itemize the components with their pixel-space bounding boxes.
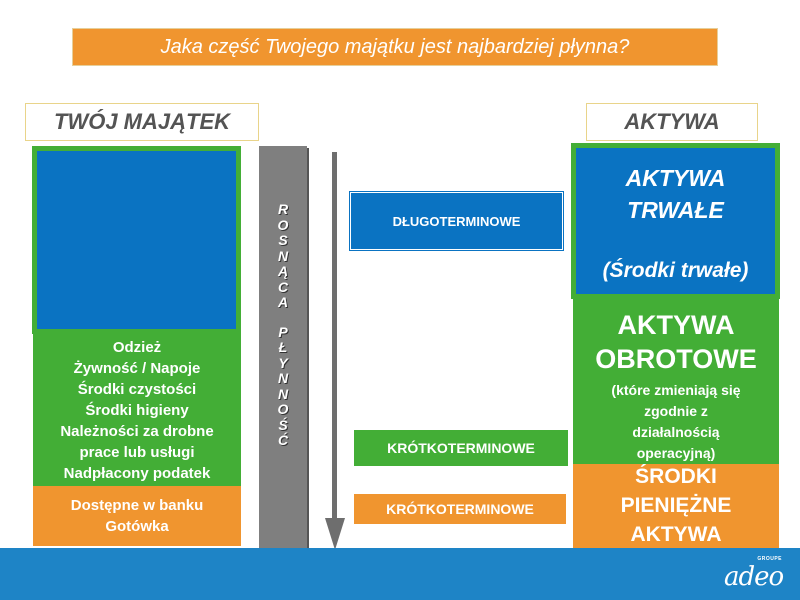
left-green-item: Środki higieny — [85, 401, 189, 419]
current-assets-title-line: AKTYWA — [617, 310, 735, 340]
vertical-letter: S — [278, 232, 288, 248]
header-twoj-majatek: TWÓJ MAJĄTEK — [25, 103, 259, 141]
current-assets-desc-line: działalnością — [632, 424, 720, 440]
vertical-letter: A — [277, 294, 289, 310]
left-green-block: Odzież Żywność / Napoje Środki czystości… — [33, 333, 241, 487]
vertical-letter: Ą — [277, 263, 289, 279]
current-assets-desc-line: operacyjną) — [636, 445, 716, 461]
cash-assets-title-line: AKTYWA — [630, 523, 722, 546]
vertical-letter: N — [277, 385, 289, 402]
vertical-letter: Ł — [278, 339, 288, 355]
label-short-term-1-text: KRÓTKOTERMINOWE — [387, 440, 535, 456]
header-aktywa: AKTYWA — [586, 103, 758, 141]
left-green-item: Odzież — [112, 338, 162, 356]
vertical-letter: Y — [278, 354, 288, 371]
left-orange-item: Dostępne w banku — [70, 497, 204, 514]
label-short-term-1: KRÓTKOTERMINOWE — [354, 430, 568, 466]
adeo-logo: GROUPE adeo — [722, 556, 786, 594]
title-text: Jaka część Twojego majątku jest najbardz… — [160, 35, 630, 58]
logo-small-text: GROUPE — [757, 556, 782, 562]
current-assets-desc-line: zgodnie z — [644, 403, 708, 419]
title-banner: Jaka część Twojego majątku jest najbardz… — [72, 28, 718, 66]
logo-main-text: adeo — [724, 562, 784, 592]
current-assets-title: AKTYWA OBROTOWE — [573, 308, 779, 376]
cash-assets-title: ŚRODKI PIENIĘŻNE AKTYWA — [573, 464, 779, 548]
vertical-letter: N — [277, 247, 289, 264]
vertical-letter: P — [278, 323, 288, 340]
cash-assets-title-line: ŚRODKI — [635, 465, 717, 488]
left-blue-block — [32, 146, 241, 334]
vertical-letter: O — [277, 401, 289, 417]
current-assets-description: (które zmieniają się zgodnie z działalno… — [573, 380, 779, 464]
left-green-item: prace lub usługi — [79, 443, 195, 461]
label-short-term-2: KRÓTKOTERMINOWE — [354, 494, 566, 524]
left-orange-block: Dostępne w banku Gotówka — [33, 486, 241, 546]
current-assets-title-line: OBROTOWE — [595, 344, 757, 374]
vertical-letter: Ć — [277, 432, 289, 448]
vertical-letter: R — [277, 201, 289, 217]
left-green-item: Należności za drobne — [60, 422, 214, 440]
label-short-term-2-text: KRÓTKOTERMINOWE — [386, 501, 534, 517]
footer-bar — [0, 548, 800, 600]
vertical-letter: O — [277, 216, 289, 233]
vertical-letter: N — [277, 370, 289, 386]
cash-assets-block: ŚRODKI PIENIĘŻNE AKTYWA — [573, 464, 779, 548]
header-right-label: AKTYWA — [624, 109, 720, 134]
fixed-assets-title: AKTYWA TRWAŁE — [576, 162, 775, 226]
left-orange-item: Gotówka — [105, 518, 169, 535]
down-arrow-shaft — [332, 152, 337, 522]
vertical-letter: Ś — [278, 416, 288, 433]
fixed-assets-subtitle: (Środki trwałe) — [602, 259, 749, 282]
label-long-term-text: DŁUGOTERMINOWE — [392, 213, 521, 229]
down-arrow-icon — [325, 518, 345, 550]
left-green-item: Środki czystości — [77, 380, 197, 398]
current-assets-desc-line: (które zmieniają się — [611, 382, 741, 398]
fixed-assets-block: AKTYWA TRWAŁE (Środki trwałe) — [571, 143, 780, 299]
cash-assets-title-line: PIENIĘŻNE — [620, 494, 732, 517]
fixed-assets-title-line: AKTYWA — [625, 165, 726, 191]
left-green-item: Żywność / Napoje — [73, 359, 201, 377]
label-long-term: DŁUGOTERMINOWE — [350, 192, 563, 250]
header-left-label: TWÓJ MAJĄTEK — [54, 109, 230, 134]
fixed-assets-title-line: TRWAŁE — [627, 197, 724, 223]
current-assets-block: AKTYWA OBROTOWE (które zmieniają się zgo… — [573, 298, 779, 466]
left-green-item: Nadpłacony podatek — [63, 464, 211, 482]
vertical-letter: C — [277, 278, 289, 295]
